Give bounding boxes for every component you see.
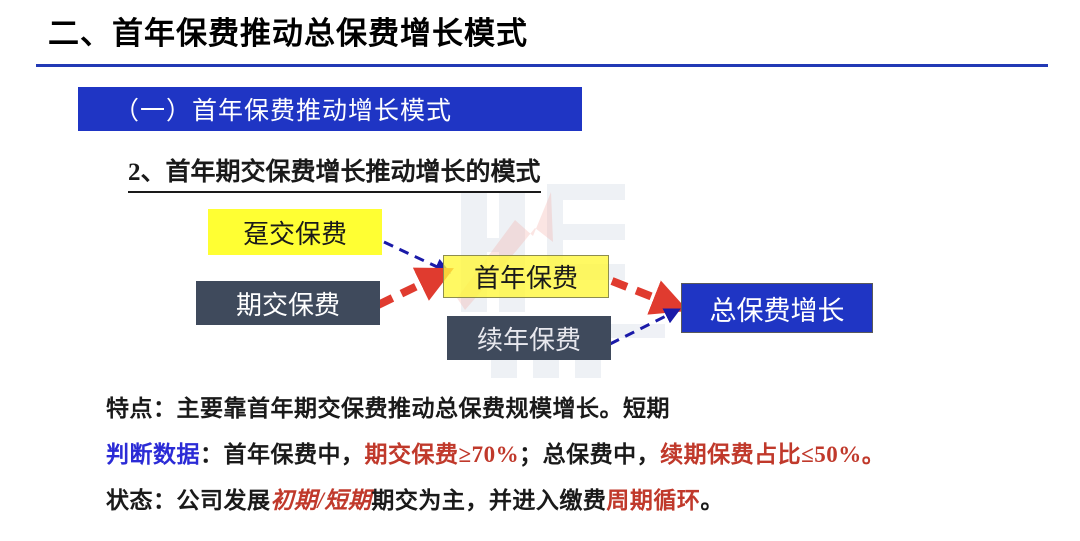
note-status-part1: 公司发展 xyxy=(176,488,271,513)
note-criteria-sep2: ；总保费中， xyxy=(519,442,661,467)
node-total-premium-growth[interactable]: 总保费增长 xyxy=(681,283,873,333)
note-label-criteria: 判断数据 xyxy=(106,442,200,467)
note-status-short-term: 短期 xyxy=(324,488,372,513)
node-label: 首年保费 xyxy=(473,264,578,293)
note-criteria-threshold-regular: 期交保费≥70% xyxy=(364,442,520,467)
node-renewal-premium[interactable]: 续年保费 xyxy=(447,316,611,360)
note-line-criteria: 判断数据：首年保费中，期交保费≥70%；总保费中，续期保费占比≤50%。 xyxy=(106,432,1066,478)
node-label: 总保费增长 xyxy=(709,295,845,326)
section-header-label: （一）首年保费推动增长模式 xyxy=(114,98,453,125)
note-status-early-stage: 初期 xyxy=(270,488,318,513)
page-title: 二、首年保费推动总保费增长模式 xyxy=(48,16,528,51)
note-label-features: 特点： xyxy=(106,396,177,421)
node-regular-premium[interactable]: 期交保费 xyxy=(196,281,380,325)
note-criteria-end: 。 xyxy=(861,442,886,467)
note-status-slash: / xyxy=(317,488,325,513)
note-status-payment-cycle: 周期循环 xyxy=(606,488,701,513)
note-criteria-sep1: ：首年保费中， xyxy=(200,442,365,467)
note-line-features: 特点：主要靠首年期交保费推动总保费规模增长。短期 xyxy=(106,386,1066,432)
edge-regular-to-firstyear xyxy=(376,267,454,309)
sub-heading: 2、首年期交保费增长推动增长的模式 xyxy=(128,152,541,193)
title-divider xyxy=(36,64,1048,67)
node-label: 期交保费 xyxy=(235,290,340,320)
note-status-end: 。 xyxy=(700,488,724,513)
node-first-year-premium[interactable]: 首年保费 xyxy=(443,255,609,298)
note-line-status: 状态：公司发展初期/短期期交为主，并进入缴费周期循环。 xyxy=(106,478,1066,524)
notes-block: 特点：主要靠首年期交保费推动总保费规模增长。短期 判断数据：首年保费中，期交保费… xyxy=(106,386,1066,524)
edge-firstyear-to-total xyxy=(610,277,689,315)
note-status-part2: 期交为主，并进入缴费 xyxy=(371,488,607,513)
node-label: 续年保费 xyxy=(476,325,581,355)
node-lump-sum-premium[interactable]: 趸交保费 xyxy=(208,209,382,255)
edge-lumpsum-to-firstyear xyxy=(383,240,451,274)
section-header-bar: （一）首年保费推动增长模式 xyxy=(78,87,582,131)
note-body-features: 主要靠首年期交保费推动总保费规模增长。短期 xyxy=(176,396,670,421)
node-label: 趸交保费 xyxy=(242,219,347,249)
note-label-status: 状态： xyxy=(106,488,177,513)
note-criteria-threshold-renewal: 续期保费占比≤50% xyxy=(660,442,862,467)
edge-renewal-to-total xyxy=(609,308,681,346)
